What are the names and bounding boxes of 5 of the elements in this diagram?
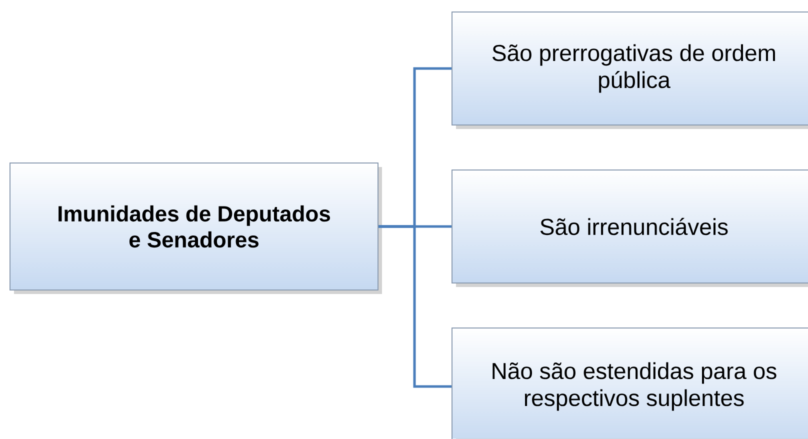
box: Não são estendidas para os respectivos suplentes [452,328,808,439]
connector-line [378,225,452,388]
box: Imunidades de Deputados e Senadores [10,162,382,294]
box: São irrenunciáveis [452,170,808,287]
box: São prerrogativas de ordem pública [452,12,808,129]
